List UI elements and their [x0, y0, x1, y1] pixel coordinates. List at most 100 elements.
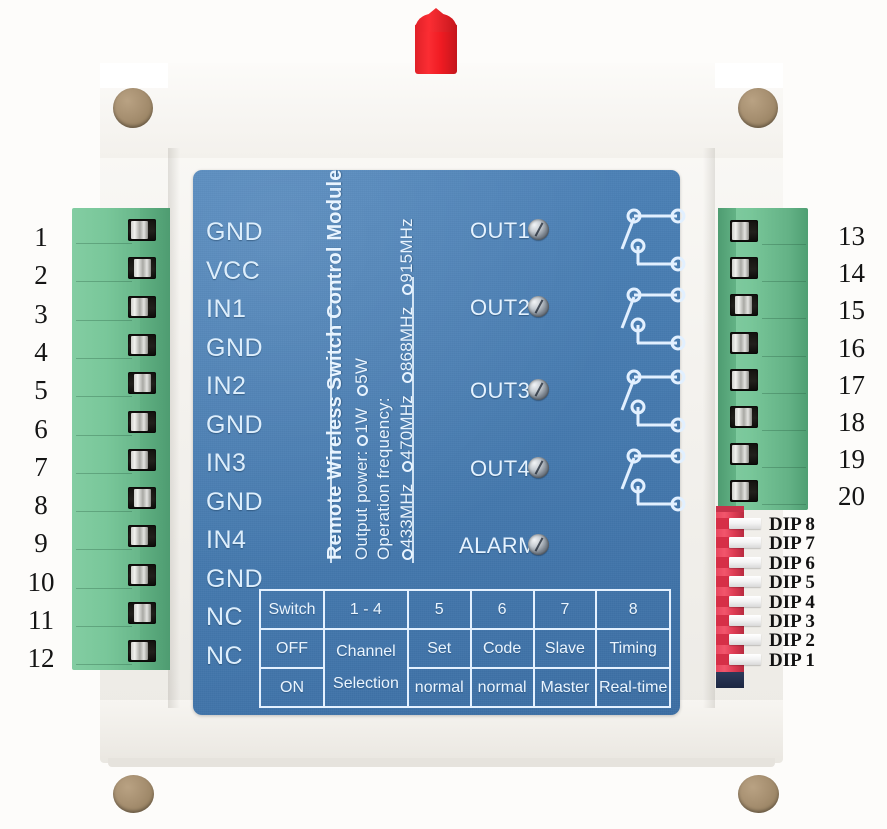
- option-5w: 5W: [352, 357, 371, 384]
- mounting-hole-bottom-left: [113, 775, 154, 813]
- cell-code: Code: [469, 628, 535, 669]
- terminal-screw[interactable]: [131, 221, 148, 239]
- spec-underline: [412, 277, 414, 563]
- terminal-screw[interactable]: [732, 370, 749, 389]
- output-screw-out4[interactable]: [528, 457, 549, 478]
- terminal-groove: [76, 434, 132, 436]
- table-row-header: Switch 1 - 4 5 6 7 8: [258, 589, 671, 630]
- left-terminal-number: 8: [34, 490, 48, 521]
- terminal-screw[interactable]: [732, 259, 749, 278]
- radio-icon-1w[interactable]: [357, 434, 368, 446]
- output-label-alarm: ALARM: [459, 533, 537, 558]
- pin-label-in2-4: IN2: [206, 372, 247, 400]
- cell-selection: Selection: [333, 675, 399, 692]
- terminal-groove: [76, 396, 132, 398]
- table-row-on: ON normal normal Master Real-time: [258, 667, 671, 708]
- cell-channel-selection: Channel Selection: [323, 628, 409, 708]
- right-terminal-number: 20: [838, 481, 865, 512]
- title-underline: [330, 277, 332, 563]
- terminal-screw[interactable]: [134, 604, 151, 622]
- cell-normal-6: normal: [469, 667, 535, 708]
- output-label-out1: OUT1: [470, 218, 531, 243]
- terminal-groove: [762, 430, 806, 431]
- terminal-screw[interactable]: [735, 408, 752, 426]
- terminal-groove: [762, 318, 806, 320]
- cell-timing: Timing: [595, 628, 671, 669]
- pin-label-nc-10: NC: [206, 603, 244, 631]
- output-label-out2: OUT2: [470, 295, 531, 320]
- pin-label-gnd-9: GND: [206, 564, 264, 593]
- cell-normal-5: normal: [406, 667, 472, 708]
- dip-switch-notch: [716, 576, 729, 588]
- terminal-screw[interactable]: [134, 259, 151, 278]
- terminal-screw[interactable]: [131, 297, 148, 316]
- left-terminal-number: 11: [28, 605, 54, 635]
- pin-label-vcc-1: VCC: [206, 256, 261, 285]
- pin-label-gnd-3: GND: [206, 333, 264, 362]
- dip-switch-foot: [716, 672, 744, 688]
- dip-switch-notch: [716, 634, 729, 646]
- terminal-groove: [76, 319, 132, 321]
- terminal-screw[interactable]: [732, 482, 749, 501]
- output-screw-alarm[interactable]: [528, 534, 549, 555]
- terminal-groove: [76, 549, 132, 551]
- dip-config-table: Switch 1 - 4 5 6 7 8 OFF Channel Selecti…: [258, 589, 671, 708]
- terminal-screw[interactable]: [732, 222, 749, 240]
- terminal-groove: [76, 511, 132, 513]
- terminal-groove: [76, 281, 132, 283]
- terminal-screw[interactable]: [131, 412, 148, 431]
- terminal-screw[interactable]: [735, 296, 752, 315]
- terminal-groove: [76, 587, 132, 589]
- dip-switch-lever-3[interactable]: [729, 615, 761, 626]
- cell-channel: Channel: [336, 643, 396, 660]
- terminal-screw[interactable]: [131, 527, 148, 546]
- dip-switch-notch: [716, 537, 729, 549]
- cell-slave: Slave: [532, 628, 598, 669]
- option-915mhz: 915MHz: [397, 218, 416, 283]
- dip-switch-lever-1[interactable]: [729, 653, 761, 665]
- terminal-screw[interactable]: [131, 450, 148, 469]
- terminal-screw[interactable]: [134, 489, 151, 508]
- dip-switch-lever-5[interactable]: [729, 576, 761, 588]
- dip-switch-lever-4[interactable]: [729, 595, 761, 607]
- terminal-screw[interactable]: [732, 333, 749, 352]
- housing-notch-left: [100, 63, 168, 88]
- dip-label-dip-3: DIP 3: [769, 611, 815, 632]
- dip-switch-lever-7[interactable]: [729, 537, 761, 549]
- terminal-groove: [762, 355, 806, 357]
- dip-switch-notch: [716, 518, 729, 529]
- pin-label-gnd-5: GND: [206, 410, 264, 439]
- dip-label-dip-7: DIP 7: [769, 533, 815, 555]
- dip-switch-lever-6[interactable]: [729, 556, 761, 568]
- table-row-off: OFF Channel Selection Set Code Slave Tim…: [258, 628, 671, 708]
- relay-contact-symbol-1: [620, 206, 694, 278]
- terminal-screw[interactable]: [131, 335, 148, 354]
- right-terminal-number: 18: [838, 407, 865, 437]
- terminal-screw[interactable]: [131, 565, 148, 584]
- option-1w: 1W: [352, 407, 371, 434]
- cell-realtime: Real-time: [595, 667, 671, 708]
- left-terminal-number: 7: [34, 451, 48, 482]
- pin-label-in1-2: IN1: [206, 295, 247, 323]
- left-terminal-number: 1: [34, 222, 48, 252]
- dip-switch-notch: [716, 556, 729, 568]
- dip-switch-lever-2[interactable]: [729, 634, 761, 646]
- mounting-hole-top-left: [113, 88, 153, 128]
- right-terminal-number: 15: [838, 295, 865, 326]
- dip-switch-notch: [716, 653, 729, 665]
- terminal-groove: [762, 244, 806, 245]
- pin-label-in4-8: IN4: [206, 526, 247, 554]
- terminal-screw[interactable]: [134, 374, 151, 393]
- pin-label-nc-11: NC: [206, 641, 244, 670]
- dip-switch-notch: [716, 595, 729, 607]
- terminal-screw[interactable]: [732, 445, 749, 464]
- terminal-screw[interactable]: [131, 642, 148, 661]
- right-terminal-number: 16: [838, 332, 865, 363]
- mounting-hole-bottom-right: [738, 775, 779, 813]
- output-screw-out1[interactable]: [528, 219, 549, 240]
- dip-switch-lever-8[interactable]: [729, 518, 761, 529]
- output-screw-out2[interactable]: [528, 296, 549, 317]
- terminal-groove: [76, 472, 132, 474]
- output-screw-out3[interactable]: [528, 379, 549, 400]
- radio-icon-5w[interactable]: [357, 384, 368, 396]
